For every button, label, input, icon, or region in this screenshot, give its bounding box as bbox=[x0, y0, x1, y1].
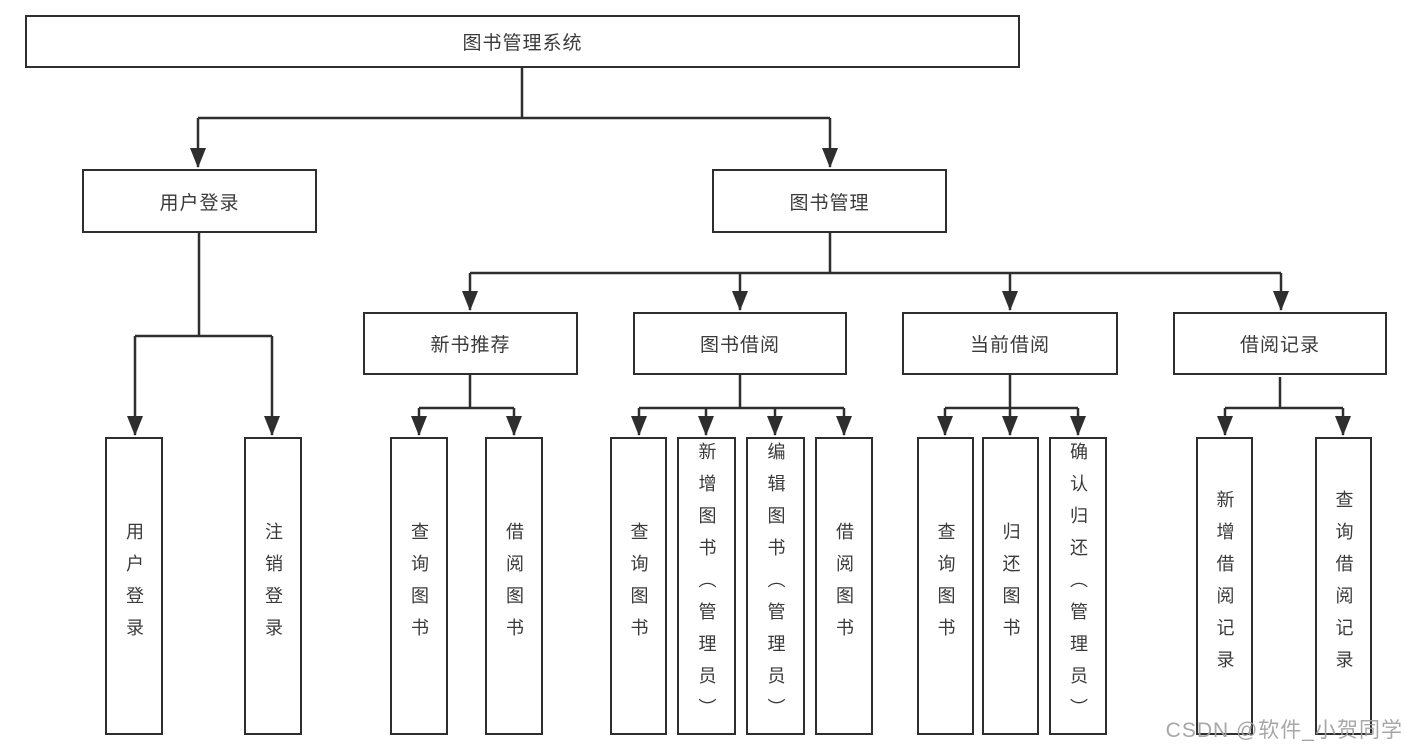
node-label: 归还图书 bbox=[1000, 522, 1021, 650]
node-label: 注销登录 bbox=[263, 522, 283, 650]
node-label: 查询图书 bbox=[628, 522, 649, 650]
node-label: 借阅图书 bbox=[504, 522, 524, 650]
node-label: 新书推荐 bbox=[430, 335, 511, 356]
node-label: 查询图书 bbox=[935, 522, 956, 650]
node-new-book-recommendation: 新书推荐 bbox=[363, 312, 578, 375]
node-label: 确认归还（管理员） bbox=[1068, 442, 1088, 730]
node-book-borrowing: 图书借阅 bbox=[633, 312, 847, 375]
leaf-query-borrow-record: 查询借阅记录 bbox=[1315, 437, 1372, 735]
node-user-login-branch: 用户登录 bbox=[82, 169, 317, 233]
node-label: 查询借阅记录 bbox=[1333, 490, 1354, 682]
node-label: 当前借阅 bbox=[969, 335, 1050, 356]
leaf-confirm-return-admin: 确认归还（管理员） bbox=[1049, 437, 1107, 735]
node-current-borrowing: 当前借阅 bbox=[902, 312, 1118, 375]
node-label: 图书借阅 bbox=[699, 335, 780, 356]
leaf-logout: 注销登录 bbox=[244, 437, 302, 735]
leaf-borrow-books-recommend: 借阅图书 bbox=[485, 437, 543, 735]
node-root-library-system: 图书管理系统 bbox=[25, 15, 1020, 68]
leaf-edit-book-admin: 编辑图书（管理员） bbox=[746, 437, 805, 735]
leaf-user-login: 用户登录 bbox=[105, 437, 163, 735]
node-label: 借阅记录 bbox=[1239, 335, 1320, 356]
node-label: 图书管理系统 bbox=[462, 33, 583, 54]
leaf-query-books-current: 查询图书 bbox=[917, 437, 974, 735]
node-label: 借阅图书 bbox=[834, 522, 854, 650]
node-label: 图书管理 bbox=[789, 192, 870, 214]
leaf-add-book-admin: 新增图书（管理员） bbox=[677, 437, 736, 735]
node-label: 查询图书 bbox=[409, 522, 429, 650]
node-label: 用户登录 bbox=[124, 522, 144, 650]
node-label: 新增图书（管理员） bbox=[696, 442, 717, 730]
leaf-query-books-recommend: 查询图书 bbox=[390, 437, 448, 735]
node-label: 用户登录 bbox=[159, 192, 240, 214]
leaf-borrow-books: 借阅图书 bbox=[815, 437, 873, 735]
leaf-add-borrow-record: 新增借阅记录 bbox=[1196, 437, 1253, 735]
node-label: 编辑图书（管理员） bbox=[765, 442, 786, 730]
csdn-watermark: CSDN @软件_小贺同学 bbox=[1165, 719, 1403, 742]
leaf-return-book: 归还图书 bbox=[982, 437, 1039, 735]
node-book-management-branch: 图书管理 bbox=[712, 169, 947, 233]
leaf-query-books-borrow: 查询图书 bbox=[610, 437, 667, 735]
node-borrowing-records: 借阅记录 bbox=[1173, 312, 1387, 375]
node-label: 新增借阅记录 bbox=[1214, 490, 1235, 682]
